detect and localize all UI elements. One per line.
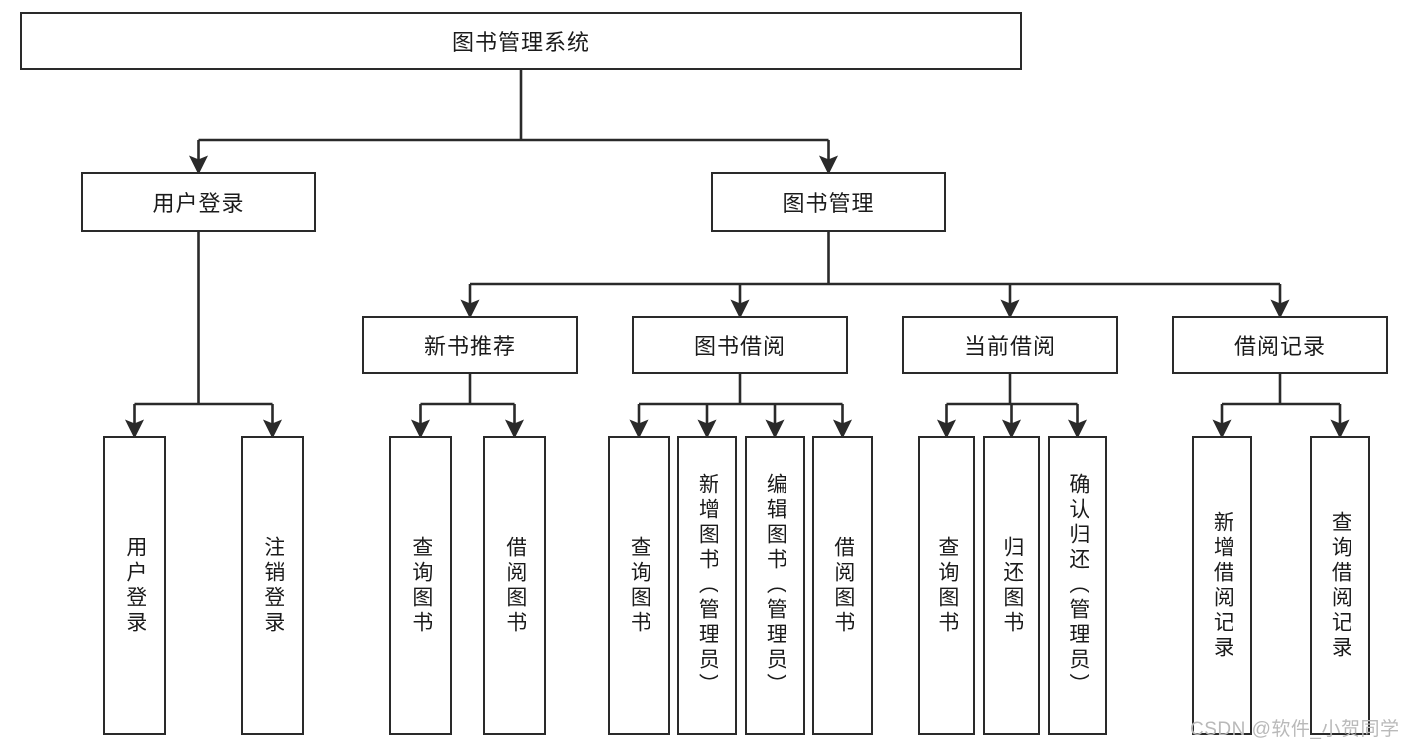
node-label: 查询图书 [628, 535, 651, 636]
node-label: 注销登录 [261, 535, 284, 636]
node-leaf-query-book-2[interactable]: 查询图书 [608, 436, 670, 735]
node-leaf-edit-book[interactable]: 编辑图书（管理员） [745, 436, 805, 735]
node-user-login[interactable]: 用户登录 [81, 172, 316, 232]
node-label: 新增借阅记录 [1211, 510, 1234, 661]
node-leaf-return-book[interactable]: 归还图书 [983, 436, 1040, 735]
node-leaf-query-book-1[interactable]: 查询图书 [389, 436, 452, 735]
node-label: 借阅图书 [503, 535, 526, 636]
node-label: 查询图书 [935, 535, 958, 636]
node-label: 图书管理 [782, 191, 875, 216]
node-leaf-borrow-book-1[interactable]: 借阅图书 [483, 436, 546, 735]
node-leaf-user-login[interactable]: 用户登录 [103, 436, 166, 735]
node-root[interactable]: 图书管理系统 [20, 12, 1022, 70]
node-label: 用户登录 [123, 535, 146, 636]
node-current-borrow[interactable]: 当前借阅 [902, 316, 1118, 374]
node-label: 借阅记录 [1233, 334, 1326, 359]
node-book-borrow[interactable]: 图书借阅 [632, 316, 848, 374]
node-new-book-rec[interactable]: 新书推荐 [362, 316, 578, 374]
node-leaf-logout[interactable]: 注销登录 [241, 436, 304, 735]
node-label: 图书管理系统 [451, 30, 590, 55]
node-label: 图书借阅 [693, 334, 786, 359]
node-label: 当前借阅 [963, 334, 1056, 359]
node-leaf-query-book-3[interactable]: 查询图书 [918, 436, 975, 735]
node-label: 归还图书 [1000, 535, 1023, 636]
node-leaf-confirm-return[interactable]: 确认归还（管理员） [1048, 436, 1107, 735]
node-leaf-borrow-book-2[interactable]: 借阅图书 [812, 436, 873, 735]
node-label: 查询图书 [409, 535, 432, 636]
node-borrow-record[interactable]: 借阅记录 [1172, 316, 1388, 374]
node-leaf-query-record[interactable]: 查询借阅记录 [1310, 436, 1370, 735]
node-label: 查询借阅记录 [1329, 510, 1352, 661]
node-leaf-add-book[interactable]: 新增图书（管理员） [677, 436, 737, 735]
node-label: 用户登录 [152, 191, 245, 216]
node-label: 新增图书（管理员） [696, 473, 719, 698]
node-book-manage[interactable]: 图书管理 [711, 172, 946, 232]
node-label: 新书推荐 [423, 334, 516, 359]
node-leaf-add-record[interactable]: 新增借阅记录 [1192, 436, 1252, 735]
node-label: 借阅图书 [831, 535, 854, 636]
node-label: 编辑图书（管理员） [764, 473, 787, 698]
node-label: 确认归还（管理员） [1066, 473, 1089, 698]
